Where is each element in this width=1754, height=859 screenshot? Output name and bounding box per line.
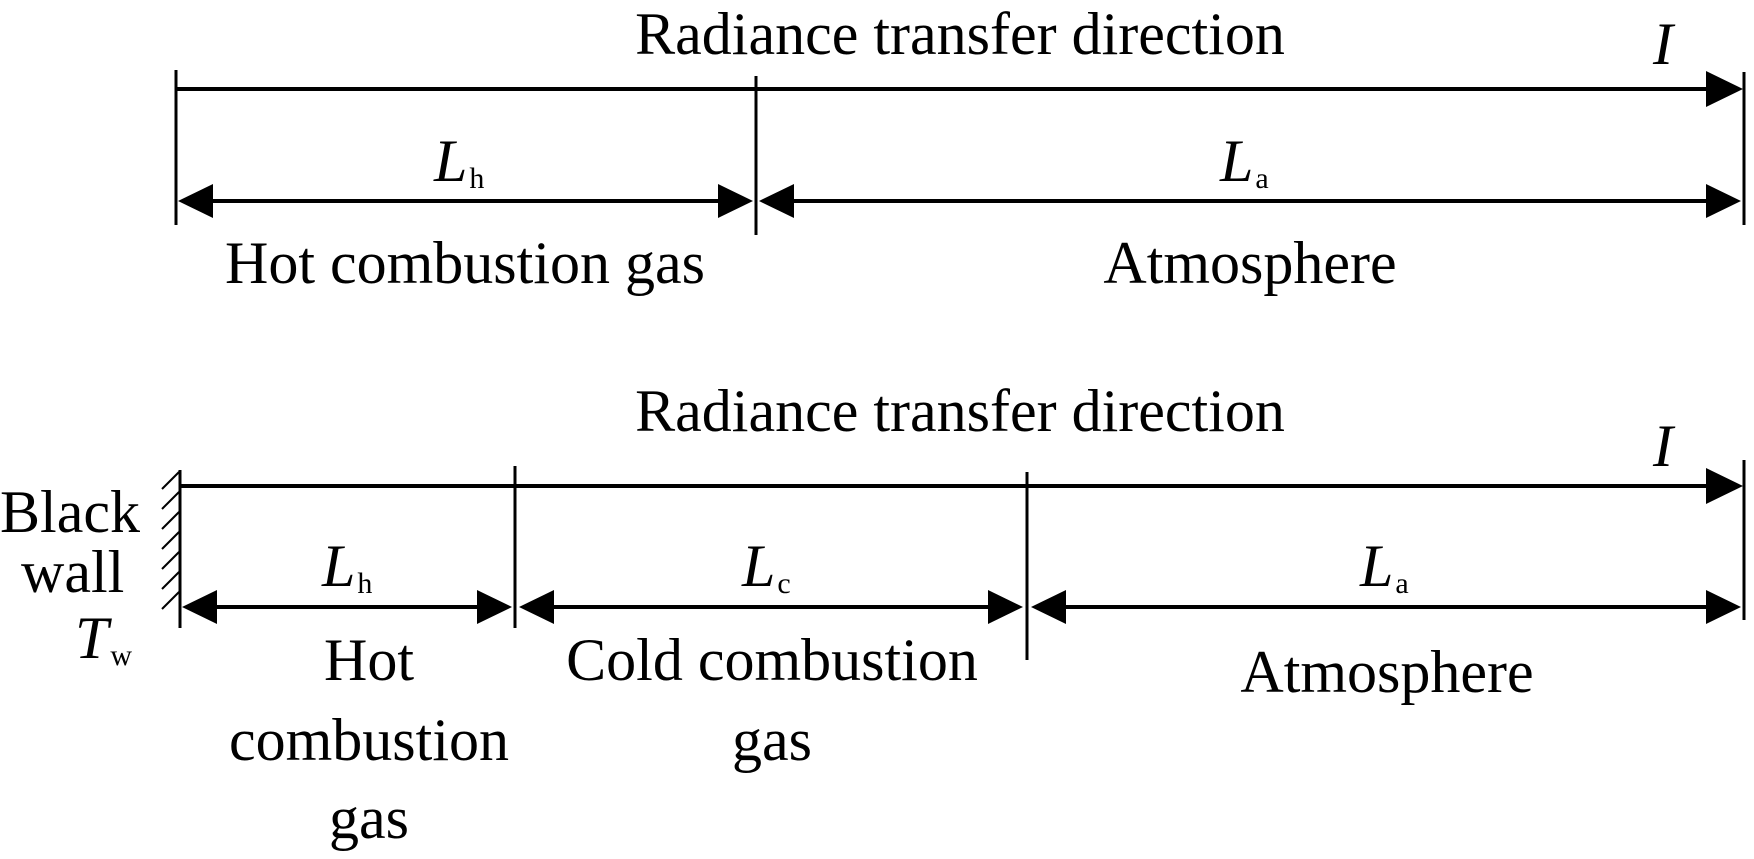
top-length-arrow-atmosphere <box>759 184 1741 218</box>
wall-label-line1: Black <box>0 479 140 545</box>
bottom-length-label-hot: Lh <box>321 533 372 600</box>
top-length-arrow-hot <box>178 184 753 218</box>
top-length-label-hot: Lh <box>433 128 484 195</box>
svg-text:combustion: combustion <box>229 707 509 773</box>
svg-text:gas: gas <box>329 785 409 851</box>
top-region-label-atmosphere: Atmosphere <box>1103 230 1396 296</box>
bottom-length-label-atmosphere: La <box>1359 533 1409 600</box>
bottom-region-label-atmosphere: Atmosphere <box>1240 639 1533 705</box>
top-diagram: Radiance transfer direction I Lh Hot com… <box>174 1 1746 296</box>
bottom-region-label-cold: Cold combustion gas <box>566 627 978 773</box>
black-wall <box>161 470 182 628</box>
top-intensity-symbol: I <box>1652 11 1676 77</box>
svg-text:Cold combustion: Cold combustion <box>566 627 978 693</box>
bottom-intensity-symbol: I <box>1652 413 1676 479</box>
bottom-length-arrow-cold <box>519 590 1023 624</box>
svg-text:Hot: Hot <box>324 627 414 693</box>
bottom-region-label-hot: Hot combustion gas <box>229 627 509 851</box>
wall-label-line2: wall <box>21 539 124 605</box>
top-direction-label: Radiance transfer direction <box>635 1 1285 67</box>
top-region-label-hot: Hot combustion gas <box>225 230 705 296</box>
bottom-length-label-cold: Lc <box>741 533 791 600</box>
bottom-length-arrow-atmosphere <box>1031 590 1741 624</box>
top-direction-arrowhead <box>1706 71 1743 107</box>
svg-text:Atmosphere: Atmosphere <box>1240 639 1533 705</box>
wall-hatching <box>161 471 180 610</box>
wall-temperature-label: Tw <box>75 605 132 672</box>
top-length-label-atmosphere: La <box>1219 128 1269 195</box>
bottom-length-arrow-hot <box>182 590 512 624</box>
bottom-direction-label: Radiance transfer direction <box>635 378 1285 444</box>
bottom-diagram: Radiance transfer direction I Black wall… <box>0 378 1746 851</box>
bottom-direction-arrowhead <box>1706 468 1743 504</box>
svg-text:gas: gas <box>732 707 812 773</box>
